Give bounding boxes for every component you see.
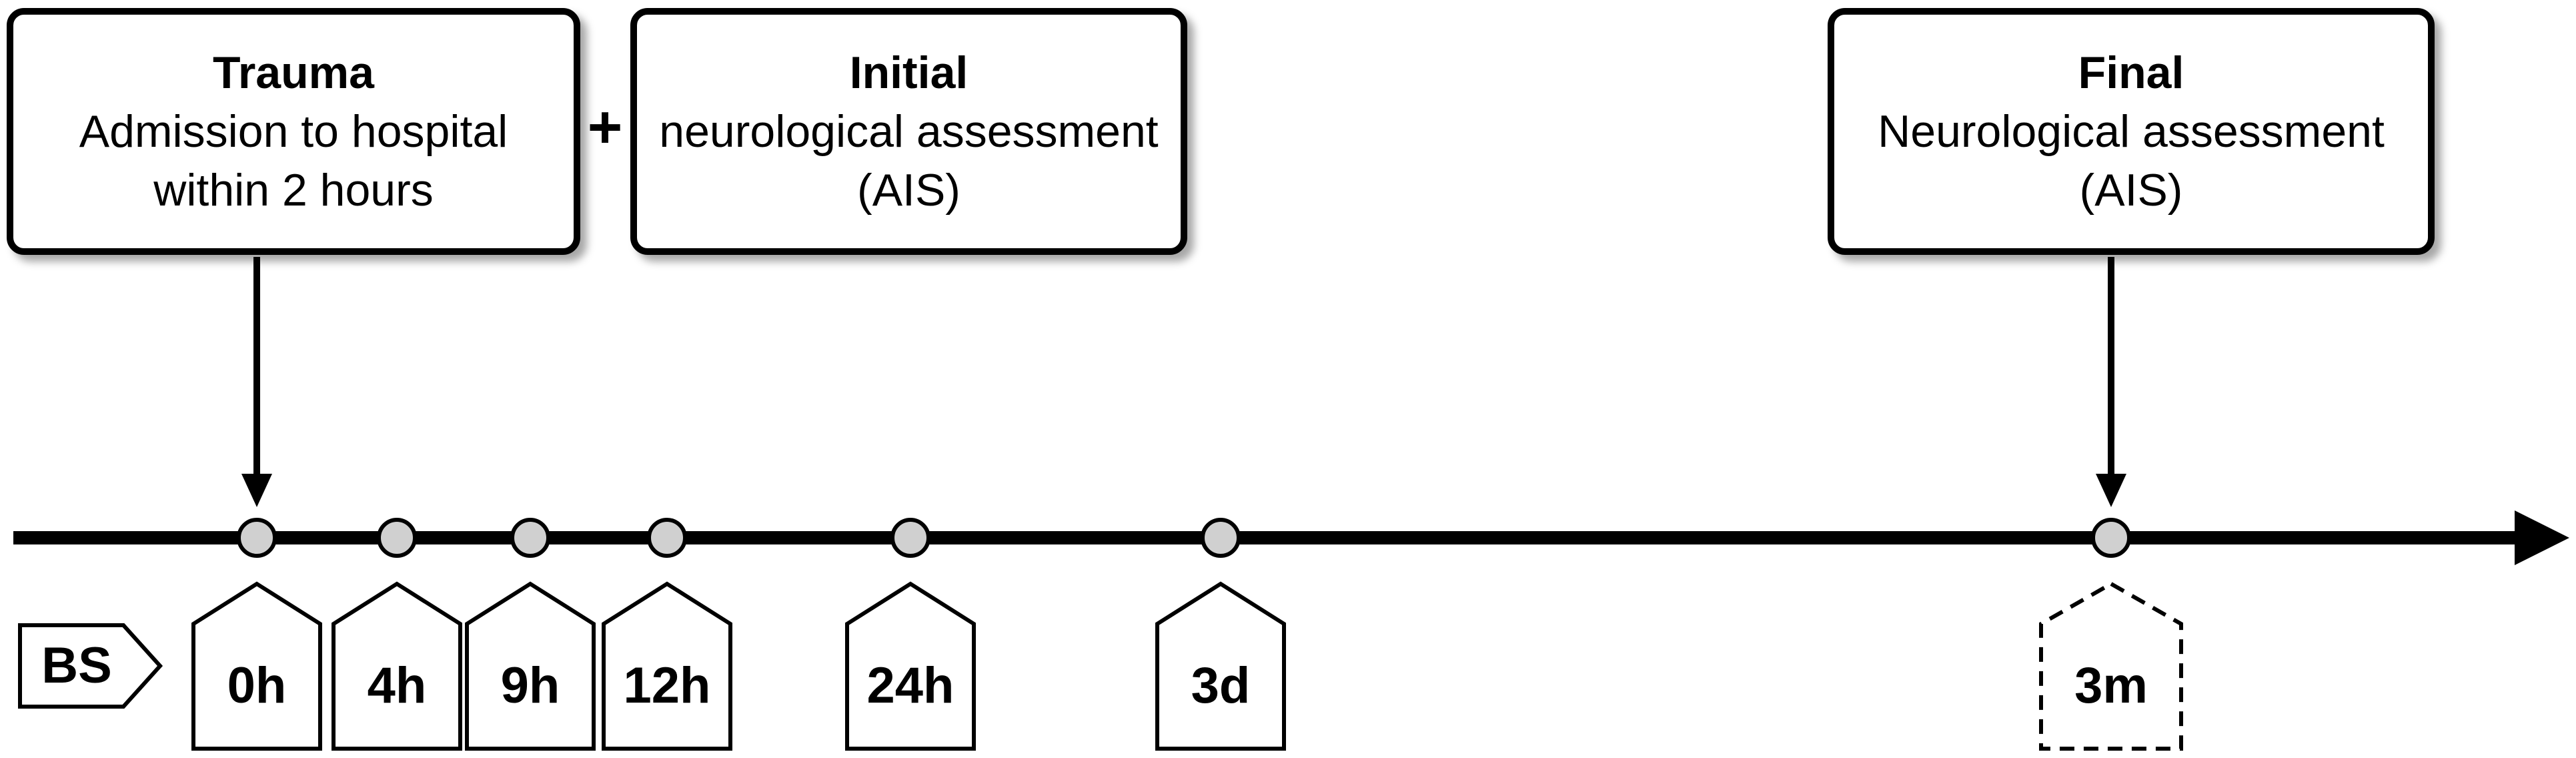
timepoint-label-12h: 12h <box>624 657 711 714</box>
trauma-arrow-head <box>241 474 272 507</box>
initial-line2: (AIS) <box>857 165 960 216</box>
trauma-title: Trauma <box>213 47 374 98</box>
plus-sign: + <box>587 94 623 161</box>
final-line2: (AIS) <box>2079 165 2183 216</box>
timepoint-label-9h: 9h <box>501 657 560 714</box>
timepoint-marker-9h <box>465 581 596 751</box>
timepoint-dot-3m <box>2091 518 2131 558</box>
timepoint-label-4h: 4h <box>368 657 427 714</box>
final-assessment-box: Final Neurological assessment (AIS) <box>1828 8 2435 255</box>
trauma-box: Trauma Admission to hospital within 2 ho… <box>7 8 580 255</box>
timepoint-label-3d: 3d <box>1191 657 1251 714</box>
trauma-line2: within 2 hours <box>153 165 434 216</box>
timepoint-dot-4h <box>377 518 417 558</box>
timepoint-dot-12h <box>647 518 687 558</box>
timeline-arrowhead <box>2515 510 2569 565</box>
final-arrow-head <box>2096 474 2126 507</box>
timepoint-dot-0h <box>237 518 277 558</box>
timepoint-marker-4h <box>332 581 462 751</box>
bs-start-marker <box>18 623 163 709</box>
timepoint-dot-9h <box>510 518 550 558</box>
timepoint-label-3m: 3m <box>2074 657 2148 714</box>
timepoint-label-0h: 0h <box>227 657 287 714</box>
timepoint-dot-24h <box>890 518 930 558</box>
timepoint-marker-12h <box>602 581 732 751</box>
timepoint-marker-3m <box>2039 581 2183 751</box>
timepoint-marker-24h <box>845 581 976 751</box>
timepoint-layer: 0h 4h 9h 12h 24h 3d 3m <box>191 518 2183 751</box>
final-title: Final <box>2078 47 2184 98</box>
timepoint-marker-0h <box>191 581 322 751</box>
timepoint-marker-3d <box>1155 581 1286 751</box>
initial-assessment-box: Initial neurological assessment (AIS) <box>630 8 1187 255</box>
timepoint-label-24h: 24h <box>867 657 954 714</box>
timepoint-dot-3d <box>1201 518 1241 558</box>
final-line1: Neurological assessment <box>1878 106 2385 157</box>
initial-title: Initial <box>849 47 969 98</box>
trauma-line1: Admission to hospital <box>79 106 508 157</box>
bs-label: BS <box>41 637 112 694</box>
initial-line1: neurological assessment <box>659 106 1159 157</box>
